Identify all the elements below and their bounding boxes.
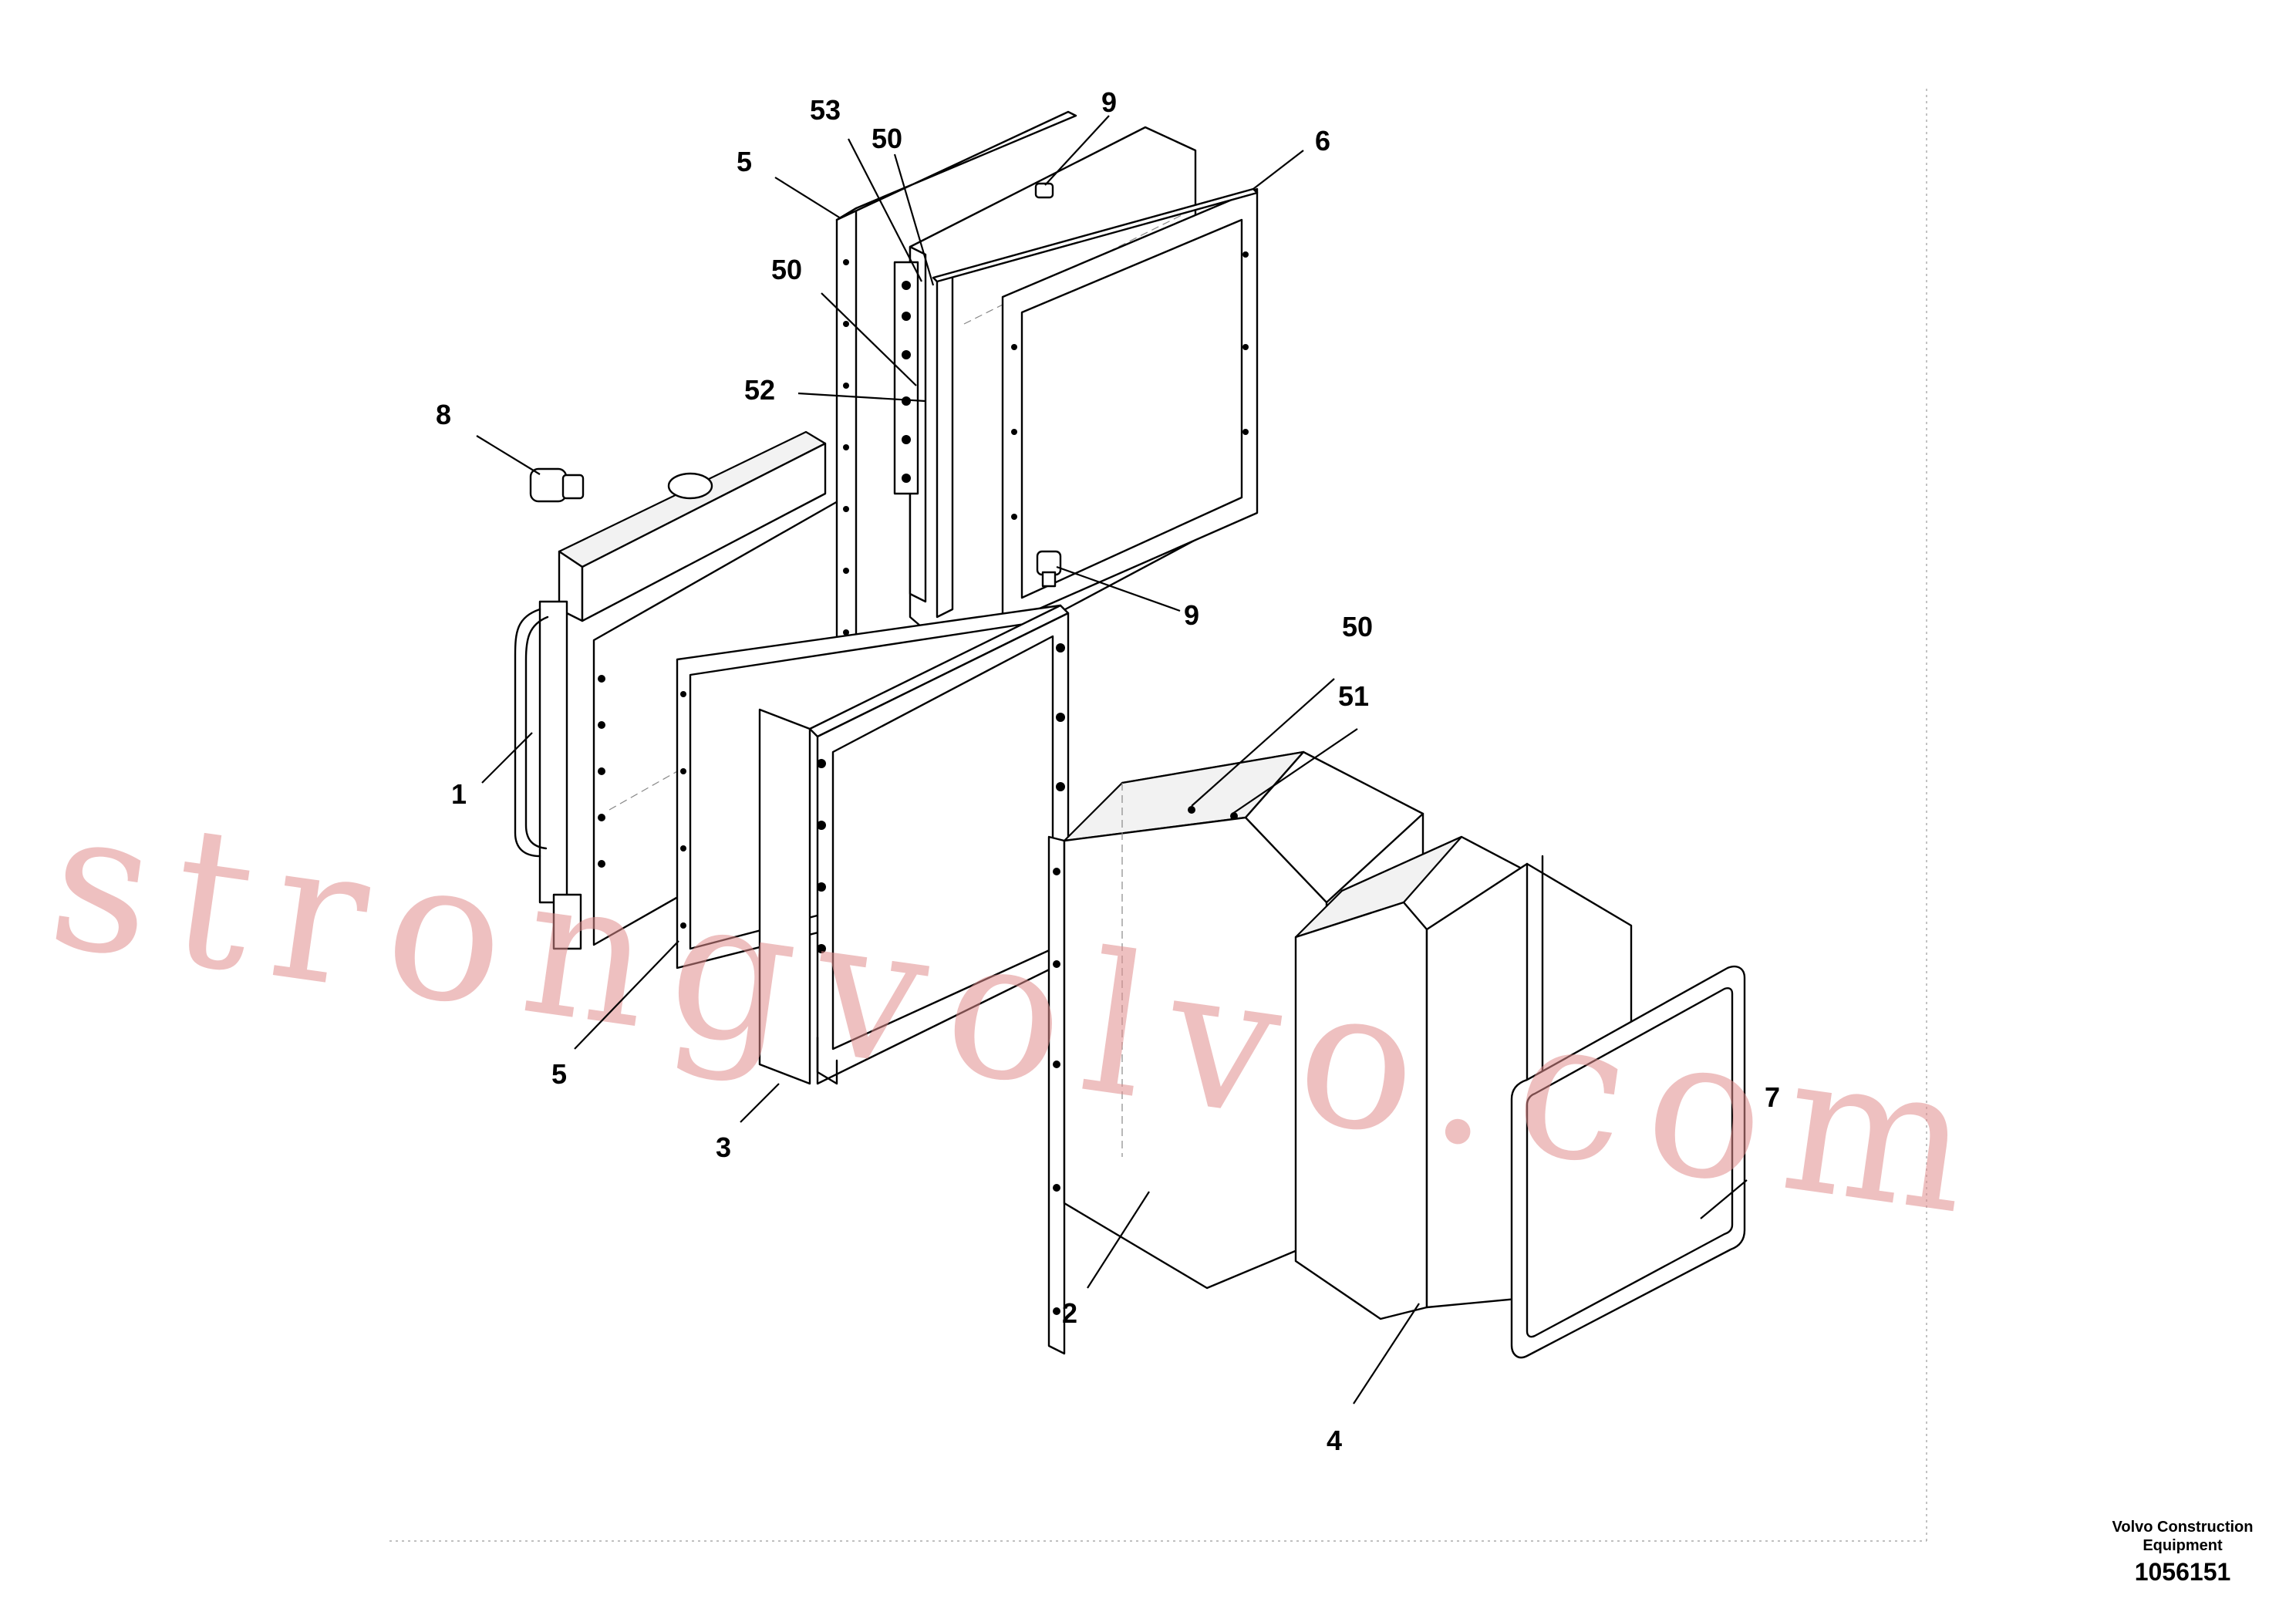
leader-lines [476,115,1748,1404]
leader-52 [797,392,926,403]
callout-3: 3 [716,1131,731,1163]
leader-1 [481,732,533,784]
fitting-9-mid [1036,550,1062,588]
leader-6 [1253,150,1304,190]
callout-52: 52 [744,374,775,406]
footer-drawing-number: 1056151 [2134,1558,2231,1586]
callouts: 5 53 50 9 6 50 52 8 9 1 50 51 5 3 2 4 7 [436,86,1780,1456]
callout-5-top: 5 [737,146,752,177]
leader-3 [740,1083,780,1123]
callout-2: 2 [1062,1297,1077,1329]
callout-9-mid: 9 [1184,599,1199,631]
callout-51: 51 [1338,680,1369,712]
callout-9-top: 9 [1101,86,1117,118]
callout-8: 8 [436,399,451,430]
callout-6: 6 [1315,125,1330,157]
gasket-frame-6 [932,187,1259,626]
leader-4 [1353,1303,1420,1404]
footer-company: Volvo Construction Equipment [2112,1519,2254,1554]
leader-9-top [1044,115,1110,186]
callout-53: 53 [810,94,841,126]
leader-50-top [893,153,935,286]
leader-8 [476,435,541,475]
callout-5-bottom: 5 [551,1058,567,1090]
leader-2 [1087,1191,1150,1289]
leader-50-mid [821,292,917,386]
callout-4: 4 [1327,1425,1342,1456]
callout-50-right: 50 [1342,611,1373,642]
leader-51 [1232,728,1358,814]
callout-7: 7 [1765,1081,1780,1113]
fitting-9-top [1034,182,1054,199]
callout-50-mid: 50 [771,254,802,285]
leader-53 [848,138,922,282]
leader-5-bottom [574,940,679,1050]
callout-50-top: 50 [872,123,902,154]
leader-5-top [774,177,841,219]
leader-7 [1700,1179,1748,1219]
cap-fitting [529,467,585,503]
gasket-ring-7 [1510,965,1746,1359]
callout-1: 1 [451,778,467,810]
leader-9-mid [1056,565,1181,612]
leader-50-right [1191,678,1335,807]
